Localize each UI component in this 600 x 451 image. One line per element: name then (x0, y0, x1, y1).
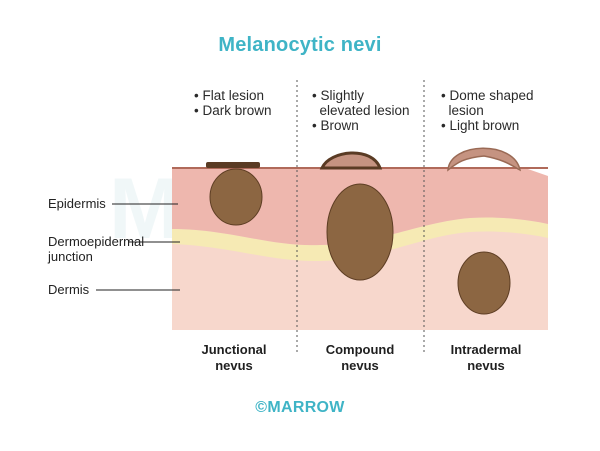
description-line: • Light brown (441, 118, 520, 133)
dermoepidermal-junction-band (172, 217, 548, 262)
label-line: Intradermal (450, 342, 522, 357)
junction-label-line: junction (48, 249, 93, 264)
intradermal-nevus-nest (457, 251, 511, 315)
label-line: nevus (467, 358, 505, 373)
description-line: • Flat lesion (194, 88, 265, 103)
description-line: lesion (441, 103, 484, 118)
description-line: • Dome shaped (441, 88, 534, 103)
junctional-flat-lesion (206, 162, 260, 168)
compound-nevus-label: Compound nevus (290, 342, 430, 374)
junctional-nevus-label: Junctional nevus (164, 342, 304, 374)
junctional-nevus-nest (209, 168, 263, 226)
compound-nevus-nest (326, 183, 394, 281)
intradermal-nevus-label: Intradermal nevus (416, 342, 556, 374)
diagram-title: Melanocytic nevi (218, 34, 382, 56)
compound-description: • Slightly elevated lesion • Brown (312, 88, 410, 133)
label-line: Junctional (201, 342, 267, 357)
label-line: nevus (215, 358, 253, 373)
intradermal-dome-lesion (447, 147, 522, 172)
junctional-description: • Flat lesion • Dark brown (194, 88, 272, 118)
dermis-label: Dermis (48, 282, 90, 297)
compound-raised-lesion (319, 151, 383, 170)
intradermal-description: • Dome shaped lesion • Light brown (441, 88, 534, 133)
junction-label: Dermoepidermal junction (48, 234, 144, 264)
description-line: • Dark brown (194, 103, 272, 118)
label-line: Compound (325, 342, 395, 357)
copyright-mark: ©MARROW (255, 399, 345, 416)
label-line: nevus (341, 358, 379, 373)
junction-label-line: Dermoepidermal (48, 234, 145, 249)
epidermis-label: Epidermis (48, 196, 106, 211)
description-line: • Slightly (312, 88, 364, 103)
description-line: • Brown (312, 118, 359, 133)
description-line: elevated lesion (312, 103, 410, 118)
